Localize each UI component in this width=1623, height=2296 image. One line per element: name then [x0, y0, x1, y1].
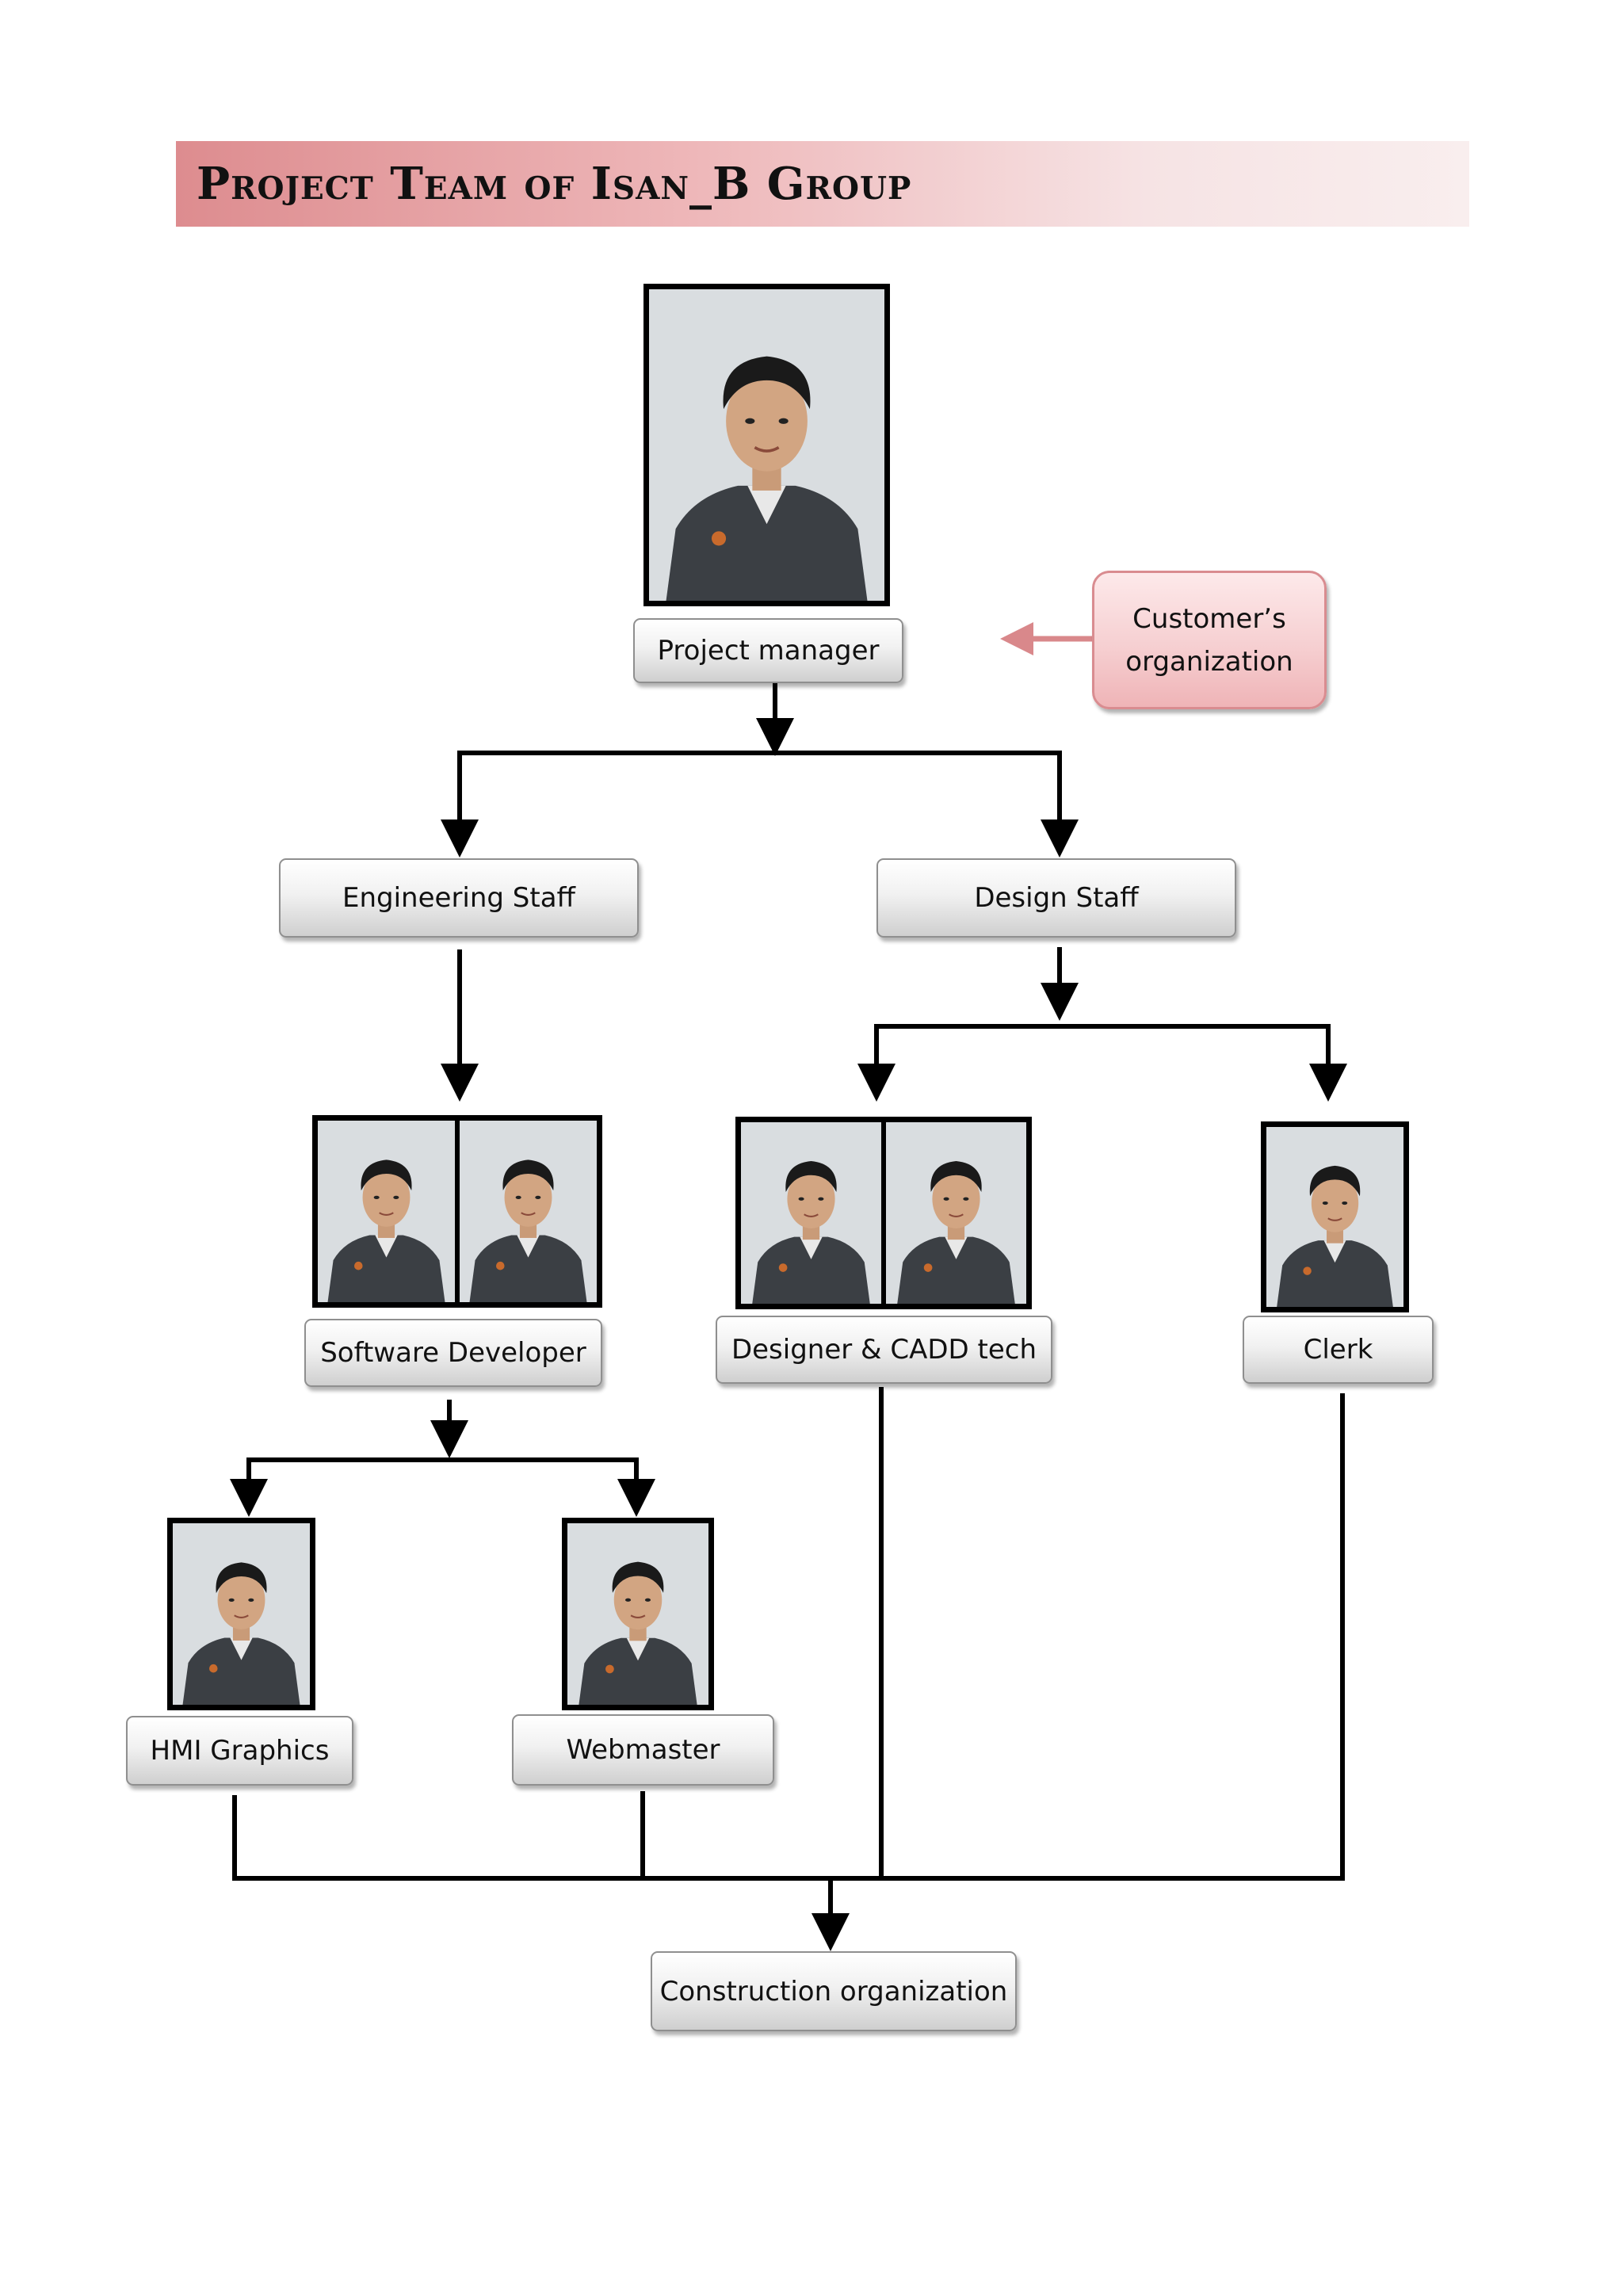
person-photo: [649, 289, 884, 601]
designer-cadd-box: Designer & CADD tech: [716, 1316, 1052, 1384]
person-photo: [460, 1121, 597, 1302]
hmi-graphics-label: HMI Graphics: [150, 1735, 330, 1767]
clerk-label: Clerk: [1303, 1334, 1373, 1366]
construction-organization-box: Construction organization: [651, 1951, 1017, 2031]
engineering-staff-label: Engineering Staff: [342, 882, 575, 914]
construction-organization-label: Construction organization: [659, 1975, 1008, 2008]
engineering-staff-box: Engineering Staff: [279, 858, 639, 938]
person-photo: [173, 1523, 310, 1705]
person-photo: [741, 1122, 881, 1304]
person-photo: [318, 1121, 455, 1302]
customer-organization-box: Customer’s organization: [1092, 571, 1327, 709]
person-photo: [567, 1523, 708, 1705]
person-photo: [1266, 1127, 1403, 1307]
designer-cadd-label: Designer & CADD tech: [731, 1334, 1037, 1366]
hmi-graphics-photo-frame: [167, 1518, 315, 1710]
software-developer-box: Software Developer: [304, 1319, 602, 1387]
clerk-photo-frame: [1261, 1121, 1409, 1312]
title-banner: Project Team of Isan_B Group: [176, 141, 1469, 227]
page-title: Project Team of Isan_B Group: [197, 158, 912, 210]
customer-organization-label-line2: organization: [1125, 645, 1293, 678]
design-staff-box: Design Staff: [876, 858, 1236, 938]
customer-organization-label-line1: Customer’s: [1132, 602, 1286, 635]
webmaster-photo-frame: [562, 1518, 714, 1710]
project-manager-photo-frame: [643, 284, 890, 606]
designer-cadd-photo-frame: [735, 1117, 1032, 1309]
project-manager-box: Project manager: [633, 618, 903, 683]
webmaster-box: Webmaster: [512, 1714, 774, 1786]
design-staff-label: Design Staff: [974, 882, 1139, 914]
project-manager-label: Project manager: [657, 635, 880, 667]
clerk-box: Clerk: [1243, 1316, 1434, 1384]
person-photo: [886, 1122, 1026, 1304]
software-developer-photo-frame: [312, 1115, 602, 1308]
software-developer-label: Software Developer: [320, 1337, 586, 1369]
hmi-graphics-box: HMI Graphics: [126, 1716, 353, 1786]
webmaster-label: Webmaster: [566, 1734, 720, 1766]
